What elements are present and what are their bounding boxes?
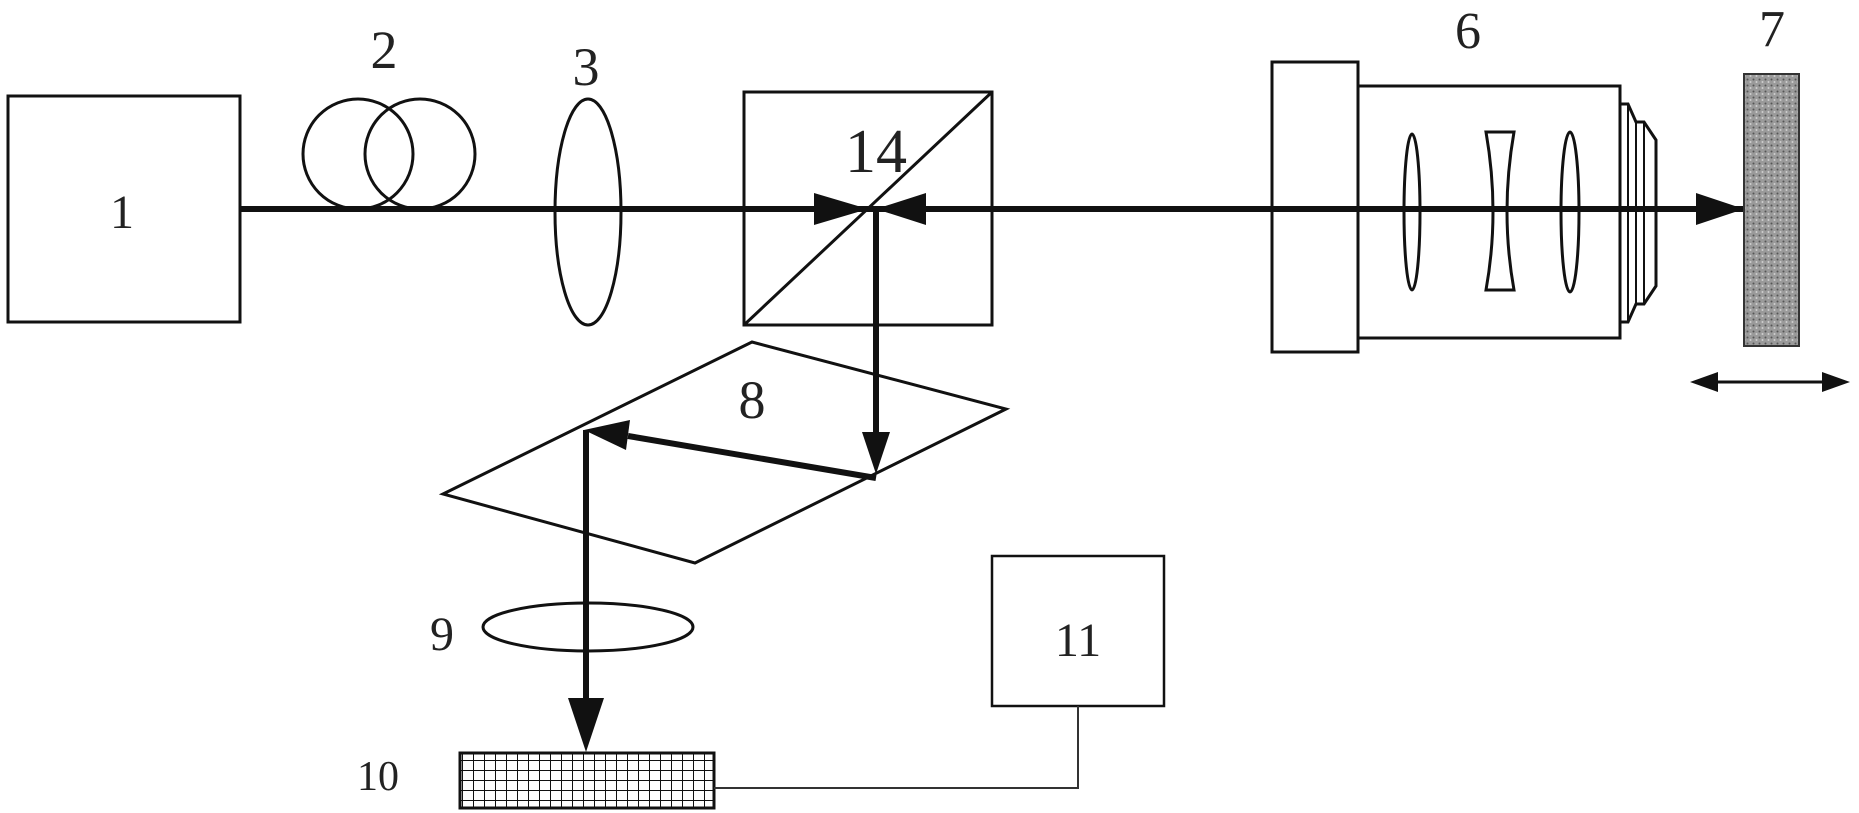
arrow-to-sample	[1696, 193, 1744, 225]
arrow-into-splitter-from-right	[876, 193, 926, 225]
label-9: 9	[430, 608, 454, 661]
fiber-coil-right	[363, 97, 477, 211]
arrow-down-to-grating	[862, 432, 890, 474]
double-arrow-icon	[1690, 372, 1850, 392]
label-14: 14	[845, 118, 907, 186]
objective-inner-lens-concave	[1484, 130, 1516, 292]
objective-barrel	[1356, 84, 1622, 340]
beam-splitter-diagonal	[742, 90, 994, 327]
label-7: 7	[1759, 1, 1785, 58]
detector-array	[458, 751, 716, 810]
arrow-into-splitter-from-left	[814, 193, 868, 225]
signal-cable	[714, 706, 1079, 789]
label-8: 8	[739, 370, 766, 430]
label-6: 6	[1455, 3, 1481, 60]
fiber-coil-left	[301, 97, 415, 211]
label-10: 10	[357, 754, 399, 800]
grating-plate	[438, 340, 1011, 565]
label-11: 11	[1055, 614, 1101, 667]
objective-front-steps	[1620, 102, 1658, 324]
imaging-lens	[481, 601, 695, 653]
arrow-down-to-detector	[568, 698, 604, 752]
label-3: 3	[573, 37, 600, 97]
sample-plate	[1743, 73, 1800, 347]
objective-inner-lens-1	[1402, 132, 1422, 292]
objective-inner-lens-2	[1559, 130, 1581, 294]
label-1: 1	[110, 186, 134, 239]
beam-across-grating	[627, 433, 877, 481]
beam-splitter-cube	[742, 90, 994, 327]
arrow-left-on-grating	[584, 420, 630, 450]
label-2: 2	[371, 20, 398, 80]
